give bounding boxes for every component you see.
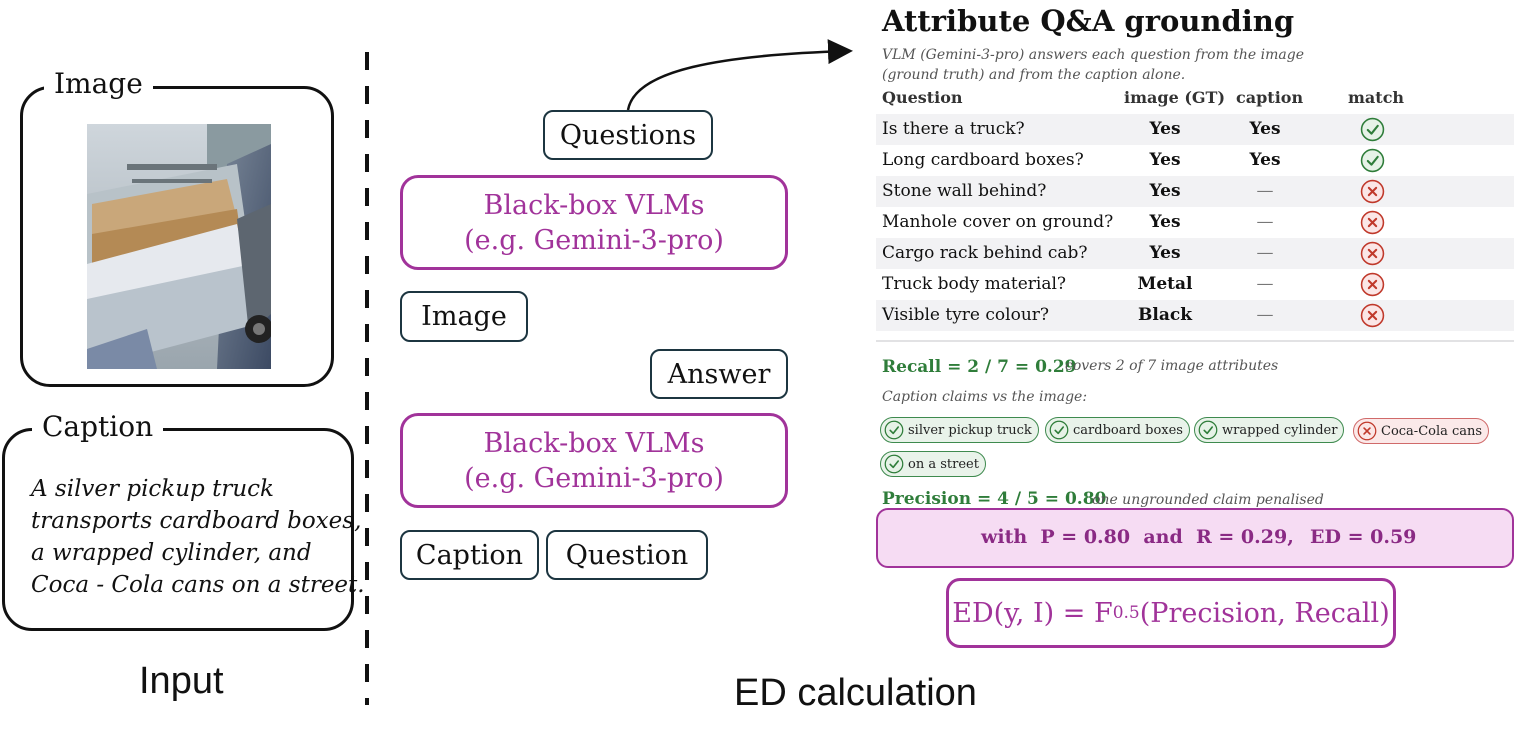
check-circle-icon (884, 420, 908, 440)
claim-chip: wrapped cylinder (1194, 417, 1345, 443)
caption-line: transports cardboard boxes, (31, 508, 362, 534)
check-circle-icon (884, 454, 908, 474)
table-row: Stone wall behind? Yes — (876, 176, 1514, 207)
row-question: Long cardboard boxes? (882, 150, 1084, 170)
qa-subtitle-line: VLM (Gemini-3-pro) answers each question… (882, 47, 1305, 63)
claim-text: Coca-Cola cans (1381, 423, 1483, 439)
qa-title: Attribute Q&A grounding (882, 4, 1295, 38)
caption-line: Coca - Cola cans on a street. (31, 572, 365, 598)
row-caption-answer: — (1256, 181, 1274, 201)
claim-text: cardboard boxes (1073, 422, 1183, 438)
claim-chip: cardboard boxes (1045, 417, 1190, 443)
vlm-top-line-1: Black-box VLMs (483, 189, 705, 221)
header-match: match (1348, 88, 1405, 107)
table-row: Visible tyre colour? Black — (876, 300, 1514, 331)
input-section-label: Input (139, 660, 224, 702)
table-row: Truck body material? Metal — (876, 269, 1514, 300)
arrow-to-qa (626, 39, 853, 111)
ed-section-label: ED calculation (734, 672, 977, 714)
table-divider (876, 340, 1514, 342)
header-caption: caption (1236, 88, 1304, 107)
answer-box: Answer (650, 349, 788, 399)
caption-text: A silver pickup truck transports cardboa… (31, 473, 365, 601)
question-input-box: Question (546, 530, 708, 580)
table-row: Manhole cover on ground? Yes — (876, 207, 1514, 238)
cross-circle-icon (1357, 421, 1381, 441)
caption-line: A silver pickup truck (31, 476, 274, 502)
questions-box: Questions (543, 110, 713, 160)
row-question: Truck body material? (882, 274, 1067, 294)
row-caption-answer: — (1256, 243, 1274, 263)
header-image: image (GT) (1124, 88, 1226, 107)
precision-text: Precision = 4 / 5 = 0.80 (882, 489, 1107, 509)
vlm-bottom-line-2: (e.g. Gemini-3-pro) (464, 462, 724, 494)
recall-text: Recall = 2 / 7 = 0.29 (882, 357, 1077, 377)
image-input-box: Image (400, 291, 528, 342)
check-circle-icon (1198, 420, 1222, 440)
claims-note: Caption claims vs the image: (882, 389, 1088, 405)
row-caption-answer: Yes (1249, 119, 1281, 139)
vlm-top-line-2: (e.g. Gemini-3-pro) (464, 224, 724, 256)
check-circle-icon (1360, 148, 1385, 173)
recall-note: covers 2 of 7 image attributes (1065, 358, 1279, 374)
row-image-answer: Yes (1149, 243, 1181, 263)
row-question: Manhole cover on ground? (882, 212, 1114, 232)
row-question: Stone wall behind? (882, 181, 1047, 201)
formula-subscript: 0.5 (1112, 603, 1140, 623)
claim-chip: Coca-Cola cans (1353, 418, 1490, 444)
row-question: Cargo rack behind cab? (882, 243, 1088, 263)
row-image-answer: Yes (1149, 212, 1181, 232)
header-question: Question (882, 88, 963, 107)
row-caption-answer: — (1256, 212, 1274, 232)
row-image-answer: Yes (1149, 181, 1181, 201)
cross-circle-icon (1360, 303, 1385, 328)
cross-circle-icon (1360, 179, 1385, 204)
caption-line: a wrapped cylinder, and (31, 540, 312, 566)
dashed-divider (365, 52, 369, 705)
table-row: Is there a truck? Yes Yes (876, 114, 1514, 145)
qa-subtitle: VLM (Gemini-3-pro) answers each question… (882, 45, 1304, 85)
claim-chip: silver pickup truck (880, 417, 1039, 443)
caption-frame-label: Caption (32, 411, 164, 443)
vlm-box-top: Black-box VLMs (e.g. Gemini-3-pro) (400, 175, 788, 270)
row-image-answer: Yes (1149, 119, 1181, 139)
vlm-bottom-line-1: Black-box VLMs (483, 427, 705, 459)
qa-subtitle-line: (ground truth) and from the caption alon… (882, 67, 1186, 83)
claim-chip: on a street (880, 451, 986, 477)
result-box: with P = 0.80 and R = 0.29, ED = 0.59 (876, 508, 1514, 568)
truck-photo-illustration (87, 124, 271, 369)
row-question: Visible tyre colour? (882, 305, 1050, 325)
caption-input-box: Caption (400, 530, 539, 580)
row-image-answer: Yes (1149, 150, 1181, 170)
cross-circle-icon (1360, 210, 1385, 235)
formula-end: (Precision, Recall) (1139, 597, 1390, 629)
truck-photo (87, 124, 271, 369)
cross-circle-icon (1360, 272, 1385, 297)
row-caption-answer: — (1256, 274, 1274, 294)
result-left: with P = 0.80 and R = 0.29, (981, 526, 1294, 548)
row-caption-answer: Yes (1249, 150, 1281, 170)
result-right: ED = 0.59 (1310, 526, 1417, 548)
cross-circle-icon (1360, 241, 1385, 266)
image-frame-label: Image (44, 68, 153, 100)
caption-frame (2, 428, 354, 631)
row-image-answer: Black (1138, 305, 1192, 325)
formula-main: ED(y, I) = F (952, 597, 1113, 629)
precision-note: one ungrounded claim penalised (1092, 492, 1324, 508)
vlm-box-bottom: Black-box VLMs (e.g. Gemini-3-pro) (400, 413, 788, 508)
claim-text: silver pickup truck (908, 422, 1032, 438)
table-row: Cargo rack behind cab? Yes — (876, 238, 1514, 269)
check-circle-icon (1360, 117, 1385, 142)
claim-text: on a street (908, 456, 979, 472)
row-question: Is there a truck? (882, 119, 1025, 139)
claim-text: wrapped cylinder (1222, 422, 1338, 438)
row-caption-answer: — (1256, 305, 1274, 325)
row-image-answer: Metal (1137, 274, 1193, 294)
check-circle-icon (1049, 420, 1073, 440)
table-row: Long cardboard boxes? Yes Yes (876, 145, 1514, 176)
